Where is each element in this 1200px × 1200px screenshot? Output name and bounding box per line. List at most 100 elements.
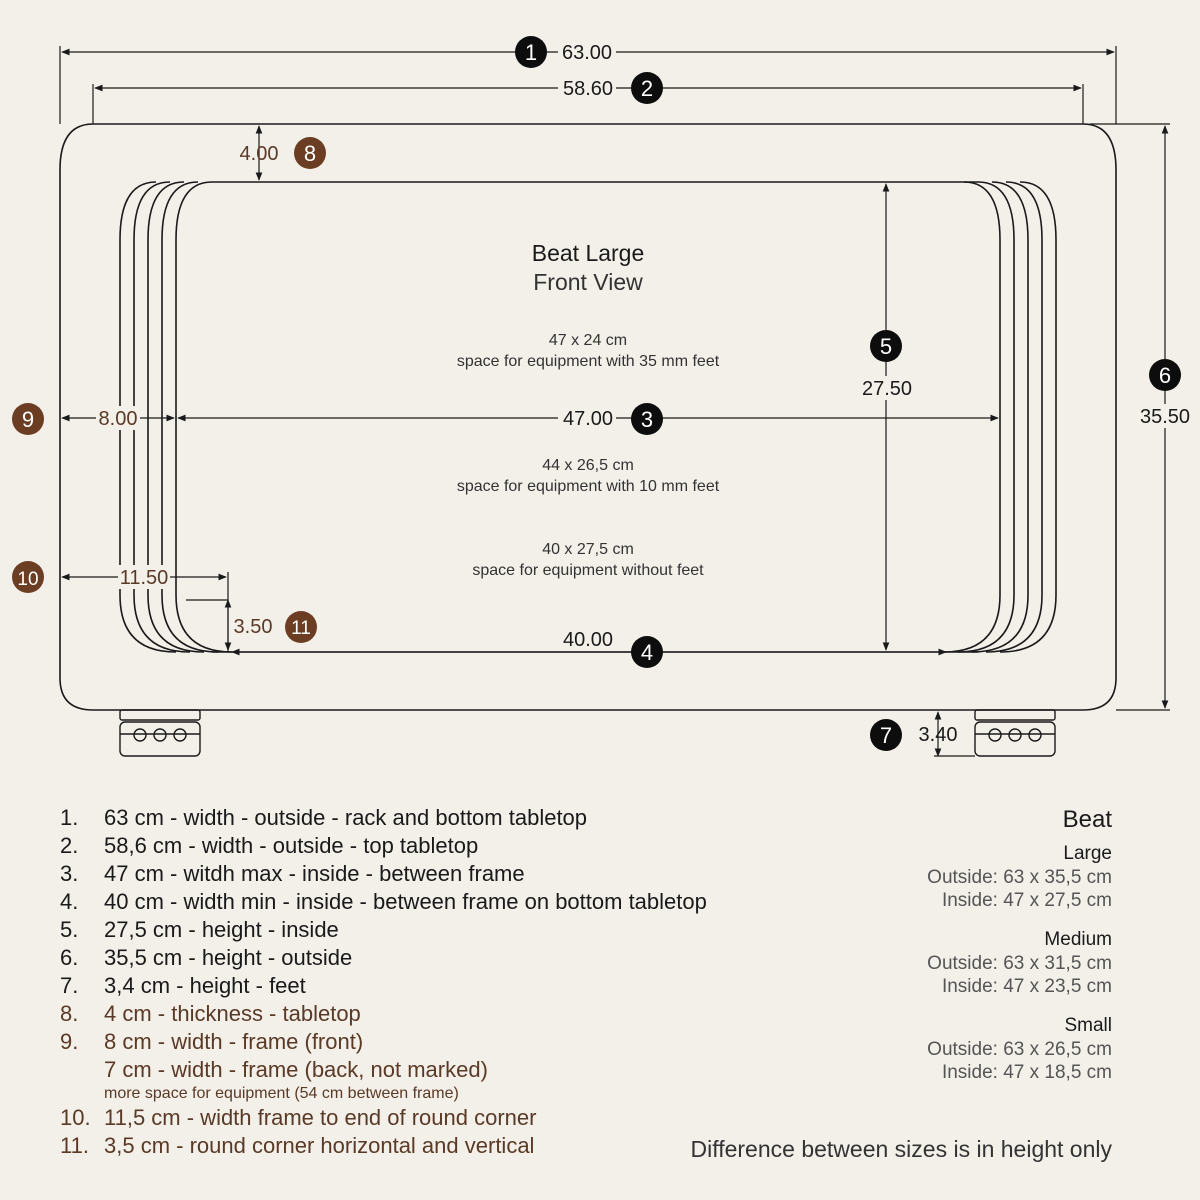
badge-3-circle bbox=[631, 403, 663, 435]
badge-11-circle bbox=[285, 611, 317, 643]
legend-number: 4. bbox=[60, 889, 79, 914]
sizes-panel: Beat Large Outside: 63 x 35,5 cm Inside:… bbox=[712, 804, 1112, 1100]
legend-description: - thickness - tabletop bbox=[151, 1001, 361, 1026]
legend-item: 2. 58,6 cm - width - outside - top tablet… bbox=[60, 832, 780, 860]
badge-9: 9 bbox=[22, 407, 34, 432]
sizes-title: Beat bbox=[1062, 806, 1112, 833]
dimension-legend: 1. 63 cm - width - outside - rack and bot… bbox=[60, 804, 780, 1160]
dim-label-5: 27.50 bbox=[862, 378, 912, 400]
dim-label-10: 11.50 bbox=[120, 567, 169, 589]
sizes-note: Difference between sizes is in height on… bbox=[690, 1136, 1112, 1162]
legend-item: 7.3,4 cm - height - feet bbox=[60, 972, 780, 1000]
legend-item: 6. 35,5 cm - height - outside bbox=[60, 944, 780, 972]
legend-value: 11,5 cm bbox=[104, 1105, 181, 1130]
badge-1: 1 bbox=[525, 40, 537, 65]
size-name: Small bbox=[1064, 1015, 1112, 1036]
size-name: Medium bbox=[1044, 929, 1112, 950]
front-view-diagram: 63.00 58.60 47.00 40.00 27.50 35.50 3.40… bbox=[12, 36, 1191, 757]
legend-item: 1. 63 cm - width - outside - rack and bot… bbox=[60, 804, 780, 832]
legend-description: - width min - inside - between frame on … bbox=[163, 889, 707, 914]
legend-value: 8 cm bbox=[104, 1029, 152, 1054]
legend-value: 47 cm bbox=[104, 861, 164, 886]
dim-label-2: 58.60 bbox=[563, 78, 613, 100]
legend-description: - width frame to end of round corner bbox=[180, 1105, 537, 1130]
badge-5: 5 bbox=[880, 334, 892, 359]
badge-11: 11 bbox=[291, 618, 311, 639]
space-size-1: 47 x 24 cm bbox=[549, 332, 627, 349]
space-size-2: 44 x 26,5 cm bbox=[542, 457, 634, 474]
legend-value: 7 cm bbox=[104, 1057, 152, 1082]
legend-value: 35,5 cm bbox=[104, 945, 183, 970]
badge-7-circle bbox=[870, 719, 902, 751]
dim-label-3: 47.00 bbox=[563, 408, 613, 430]
legend-number: 7. bbox=[60, 973, 79, 998]
dim-label-6: 35.50 bbox=[1140, 406, 1190, 428]
diagram-title: Beat Large bbox=[532, 240, 645, 266]
legend-description: - width - frame (front) bbox=[151, 1029, 364, 1054]
badge-8: 8 bbox=[304, 141, 316, 166]
right-foot bbox=[974, 709, 1056, 757]
badge-5-circle bbox=[870, 330, 902, 362]
legend-description: - round corner horizontal and vertical bbox=[170, 1133, 535, 1158]
badge-2-circle bbox=[631, 72, 663, 104]
badge-6-circle bbox=[1149, 359, 1181, 391]
badge-9-circle bbox=[12, 403, 44, 435]
legend-number: 1. bbox=[60, 805, 79, 830]
size-medium: Medium Outside: 63 x 31,5 cm Inside: 47 … bbox=[712, 928, 1112, 998]
legend-description: - witdh max - inside - between frame bbox=[163, 861, 525, 886]
badge-7: 7 bbox=[880, 723, 892, 748]
legend-number: 2. bbox=[60, 833, 79, 858]
legend-value: 58,6 cm bbox=[104, 833, 183, 858]
legend-description: - height - outside bbox=[182, 945, 353, 970]
badge-3: 3 bbox=[641, 407, 653, 432]
badge-2: 2 bbox=[641, 76, 653, 101]
legend-description: - width - frame (back, not marked) bbox=[151, 1057, 488, 1082]
legend-item: 3. 47 cm - witdh max - inside - between f… bbox=[60, 860, 780, 888]
legend-value: 3,4 cm bbox=[104, 973, 171, 998]
legend-value: 40 cm bbox=[104, 889, 164, 914]
legend-description: - width - outside - rack and bottom tabl… bbox=[163, 805, 588, 830]
badge-10: 10 bbox=[17, 569, 38, 590]
legend-value: 4 cm bbox=[104, 1001, 152, 1026]
legend-item: 7 cm - width - frame (back, not marked) bbox=[60, 1056, 780, 1084]
legend-item: 5. 27,5 cm - height - inside bbox=[60, 916, 780, 944]
legend-item: 9. 8 cm - width - frame (front) bbox=[60, 1028, 780, 1056]
legend-value: 27,5 cm bbox=[104, 917, 183, 942]
badge-8-circle bbox=[294, 137, 326, 169]
dim-label-1: 63.00 bbox=[562, 42, 612, 64]
legend-description: - width - outside - top tabletop bbox=[182, 833, 479, 858]
size-name: Large bbox=[1063, 843, 1112, 864]
size-large: Large Outside: 63 x 35,5 cm Inside: 47 x… bbox=[712, 842, 1112, 912]
badge-6: 6 bbox=[1159, 363, 1171, 388]
legend-number: 3. bbox=[60, 861, 79, 886]
size-inside: Inside: 47 x 27,5 cm bbox=[941, 890, 1112, 911]
badge-10-circle bbox=[12, 561, 44, 593]
badge-4-circle bbox=[631, 636, 663, 668]
diagram-subtitle: Front View bbox=[533, 269, 643, 295]
badge-1-circle bbox=[515, 36, 547, 68]
space-size-3: 40 x 27,5 cm bbox=[542, 541, 634, 558]
size-inside: Inside: 47 x 18,5 cm bbox=[941, 1062, 1112, 1083]
dim-label-11: 3.50 bbox=[234, 616, 273, 638]
legend-number: 10. bbox=[60, 1105, 91, 1130]
legend-item: 10. 11,5 cm - width frame to end of round… bbox=[60, 1104, 780, 1132]
size-small: Small Outside: 63 x 26,5 cm Inside: 47 x… bbox=[712, 1014, 1112, 1084]
legend-item: 11.3,5 cm - round corner horizontal and … bbox=[60, 1132, 780, 1160]
space-desc-3: space for equipment without feet bbox=[472, 562, 704, 579]
space-desc-1: space for equipment with 35 mm feet bbox=[457, 353, 720, 370]
size-inside: Inside: 47 x 23,5 cm bbox=[941, 976, 1112, 997]
legend-value: 63 cm bbox=[104, 805, 164, 830]
size-outside: Outside: 63 x 26,5 cm bbox=[927, 1039, 1112, 1060]
dim-label-9: 8.00 bbox=[99, 408, 138, 430]
legend-number: 9. bbox=[60, 1029, 79, 1054]
legend-number: 6. bbox=[60, 945, 79, 970]
dim-label-8: 4.00 bbox=[240, 143, 279, 165]
legend-description: - height - inside bbox=[182, 917, 339, 942]
size-outside: Outside: 63 x 31,5 cm bbox=[927, 953, 1112, 974]
legend-number: 5. bbox=[60, 917, 79, 942]
legend-item: 4. 40 cm - width min - inside - between f… bbox=[60, 888, 780, 916]
badge-4: 4 bbox=[641, 640, 653, 665]
size-outside: Outside: 63 x 35,5 cm bbox=[927, 867, 1112, 888]
legend-number: 8. bbox=[60, 1001, 79, 1026]
legend-value: 3,5 cm bbox=[104, 1133, 171, 1158]
